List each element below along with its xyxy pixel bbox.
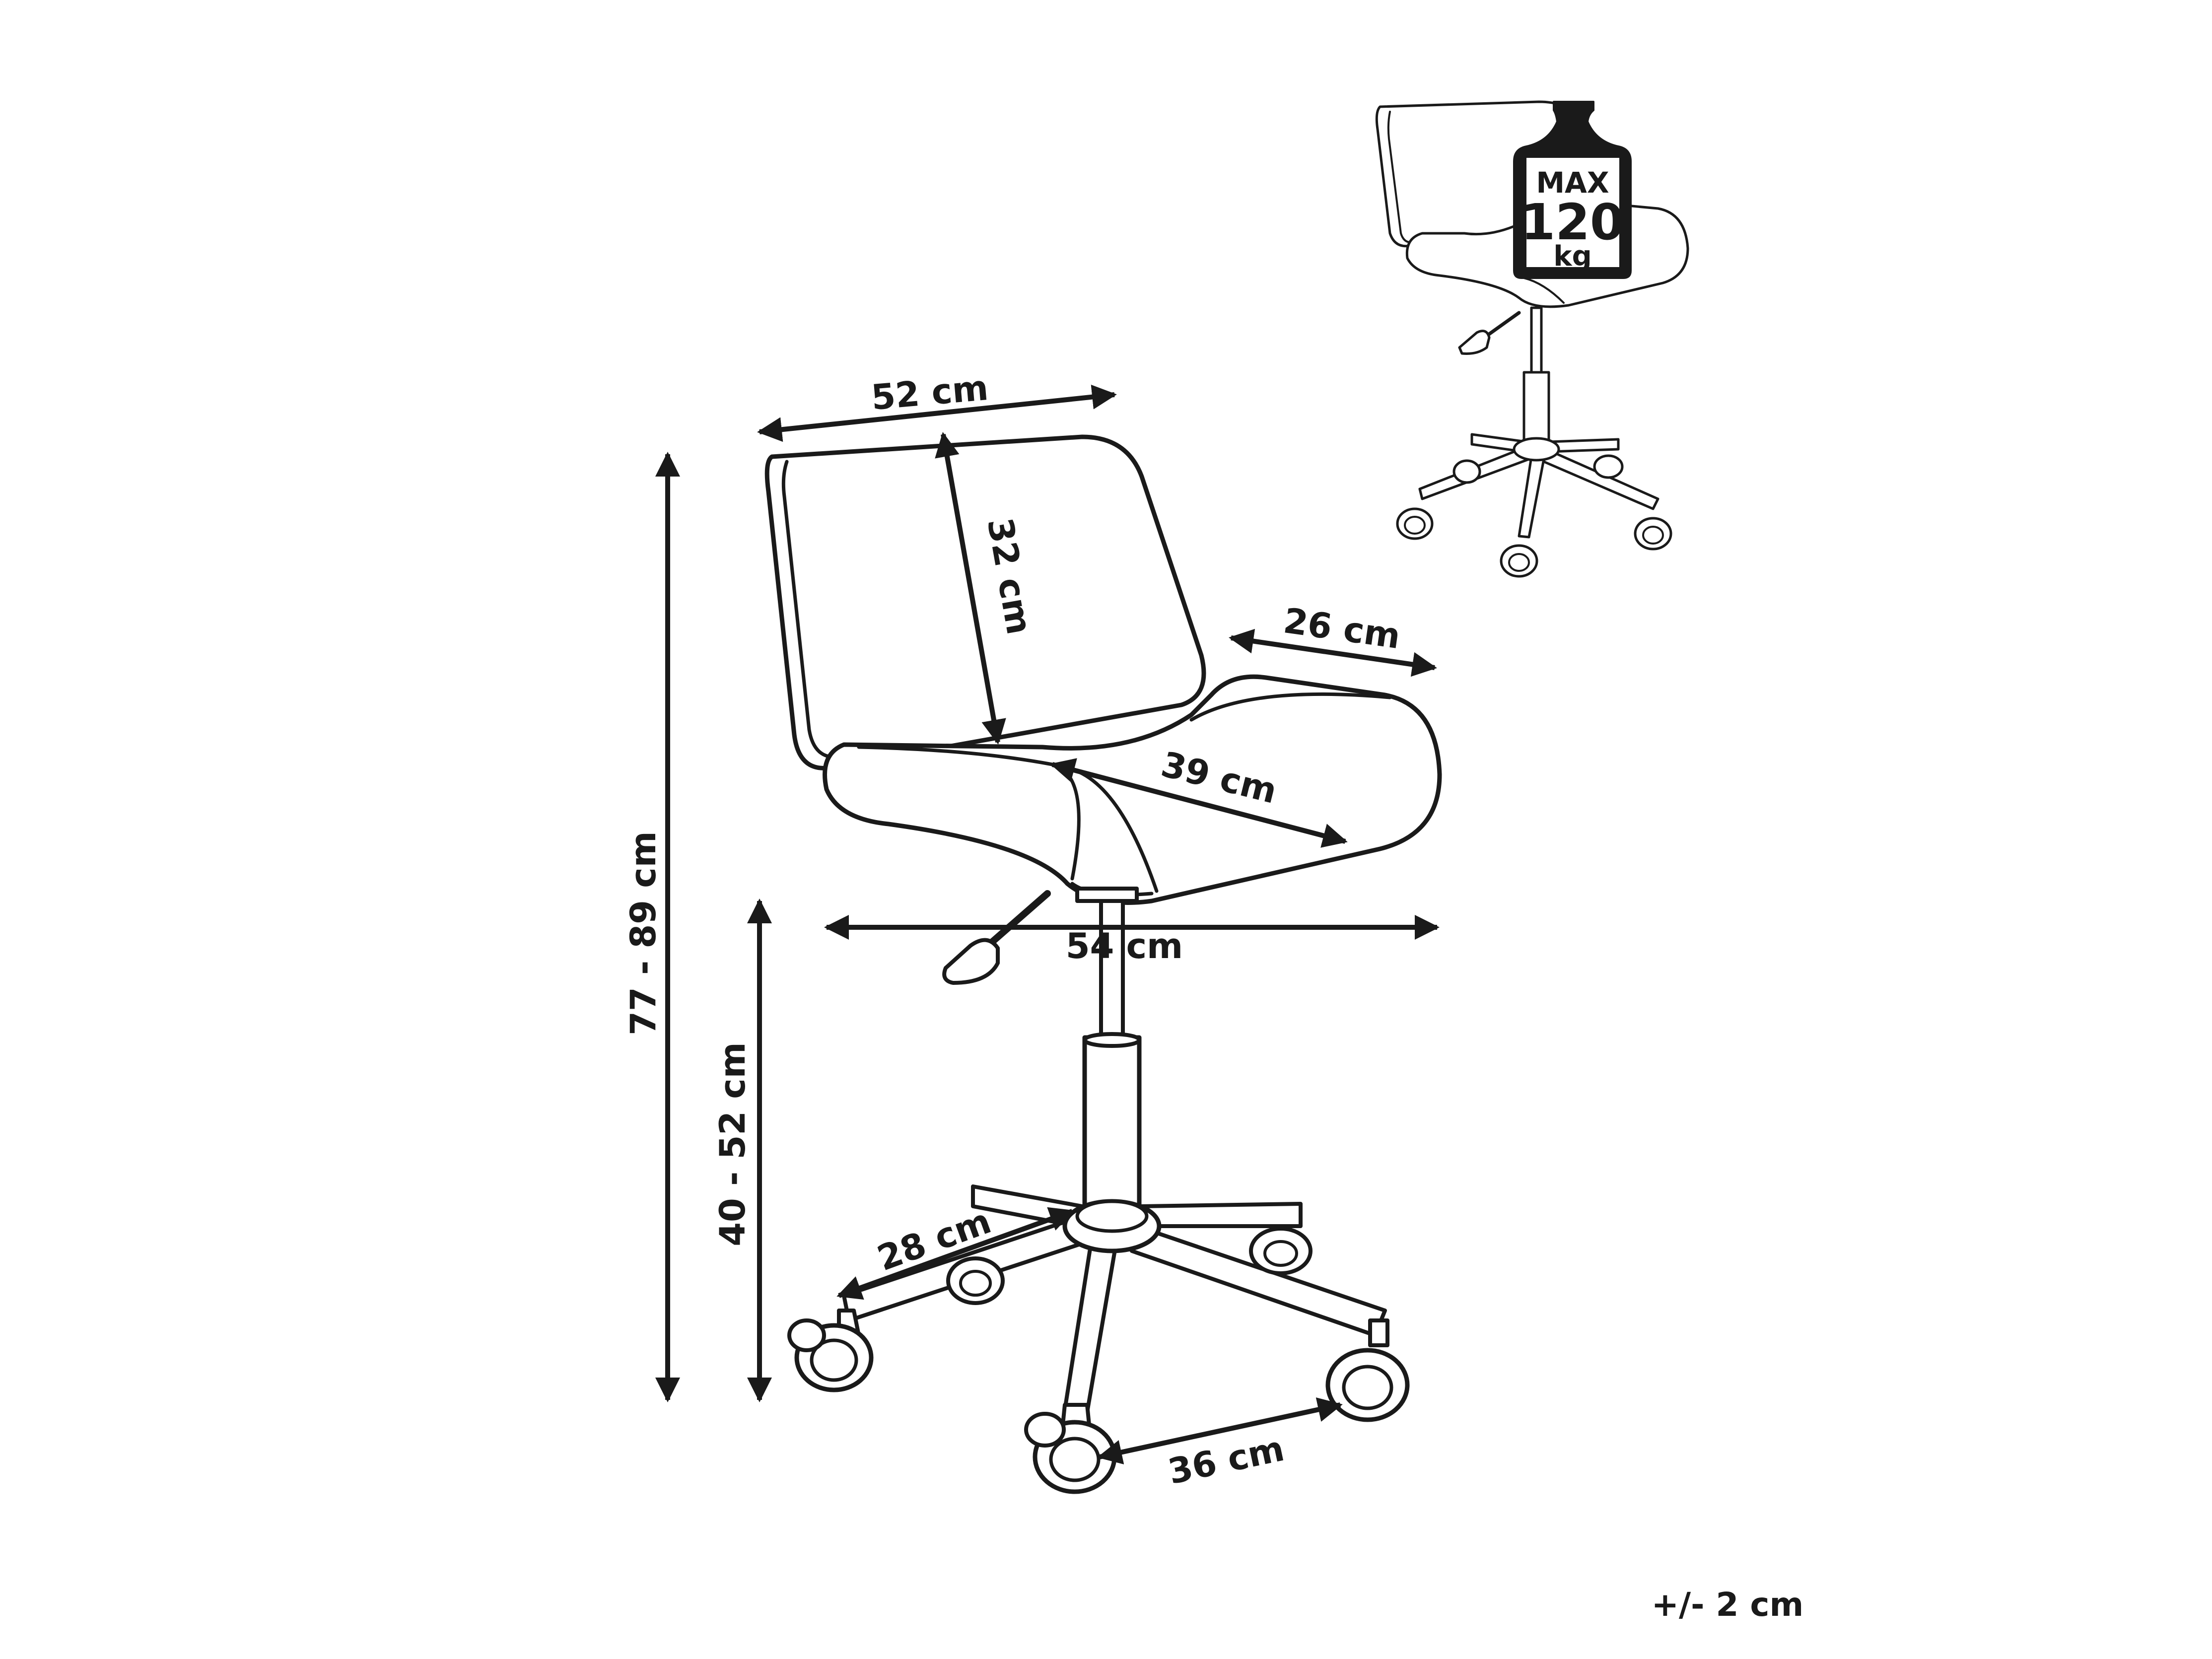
caster-front-center	[1024, 1403, 1117, 1494]
star-base	[842, 1184, 1387, 1414]
small-chair-illustration	[1375, 100, 1689, 578]
caster-back-left	[946, 1256, 1005, 1305]
label-overall-width: 54 cm	[1066, 926, 1183, 967]
casters	[787, 1227, 1410, 1494]
label-seat-height: 40 - 52 cm	[712, 1042, 753, 1246]
dimension-arrows	[655, 384, 1440, 1464]
weight-badge-value: 120	[1521, 193, 1625, 251]
backrest	[764, 434, 1206, 770]
weight-badge-max: MAX	[1536, 166, 1609, 200]
caster-front-left	[787, 1309, 874, 1392]
arrow-leg-length	[836, 1207, 1075, 1300]
dimension-labels: 52 cm 32 cm 26 cm 39 cm 54 cm 77 - 89 cm…	[623, 367, 1403, 1492]
label-overall-height: 77 - 89 cm	[623, 831, 664, 1035]
caster-front-right	[1325, 1318, 1410, 1422]
gas-cylinder	[1082, 899, 1142, 1209]
tolerance-note: +/- 2 cm	[1652, 1586, 1804, 1624]
arrow-wheel-spacing	[1097, 1397, 1343, 1464]
arrow-seat-depth-front	[1229, 628, 1437, 677]
arrow-backrest-height	[935, 432, 1006, 745]
weight-badge-unit: kg	[1553, 240, 1591, 273]
caster-back-right	[1249, 1227, 1313, 1275]
arrow-backrest-width	[757, 384, 1117, 442]
weight-badge: MAX 120 kg	[1513, 101, 1632, 279]
arrow-seat-depth	[1050, 758, 1348, 848]
